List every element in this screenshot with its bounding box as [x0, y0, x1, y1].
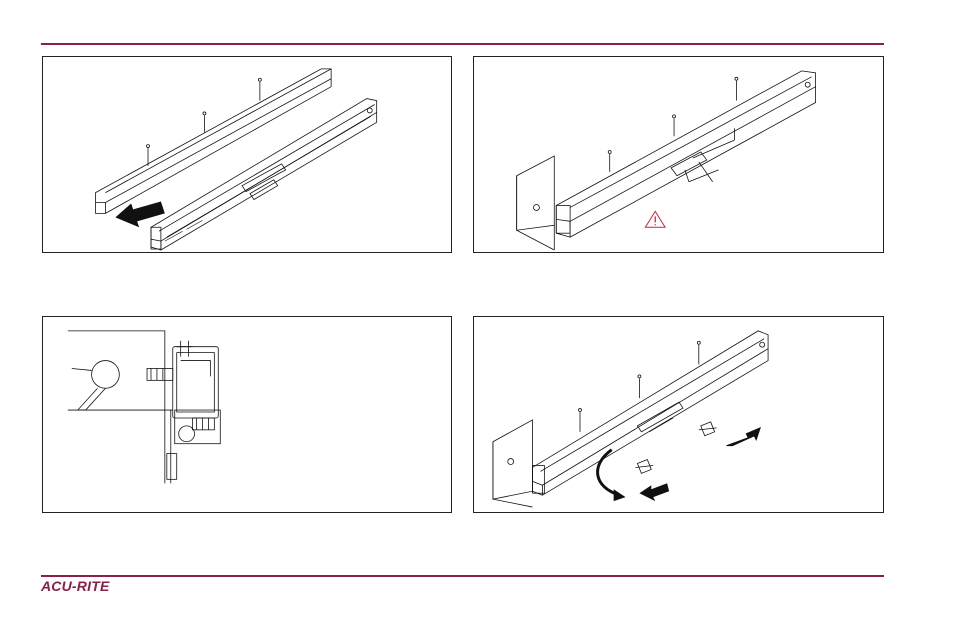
bracket-removal-illustration: [474, 317, 883, 512]
header-rule: [41, 43, 884, 45]
footer-rule: [41, 575, 884, 577]
scale-cover-illustration: [43, 57, 451, 252]
push-arrow-icon: [727, 428, 761, 446]
figure-panel-scale-mounted: [473, 56, 884, 253]
figure-panel-bracket-removal: [473, 316, 884, 513]
warning-triangle-icon: [645, 211, 665, 227]
rotate-arrow-icon: [598, 450, 620, 496]
pull-arrow-icon: [639, 483, 669, 501]
scale-mounted-illustration: [474, 57, 883, 252]
figure-panel-cover-insertion: [42, 56, 452, 253]
mounting-detail-illustration: [43, 317, 451, 512]
figure-panel-mounting-detail: [42, 316, 452, 513]
brand-logo-text: ACU-RITE: [41, 578, 109, 594]
